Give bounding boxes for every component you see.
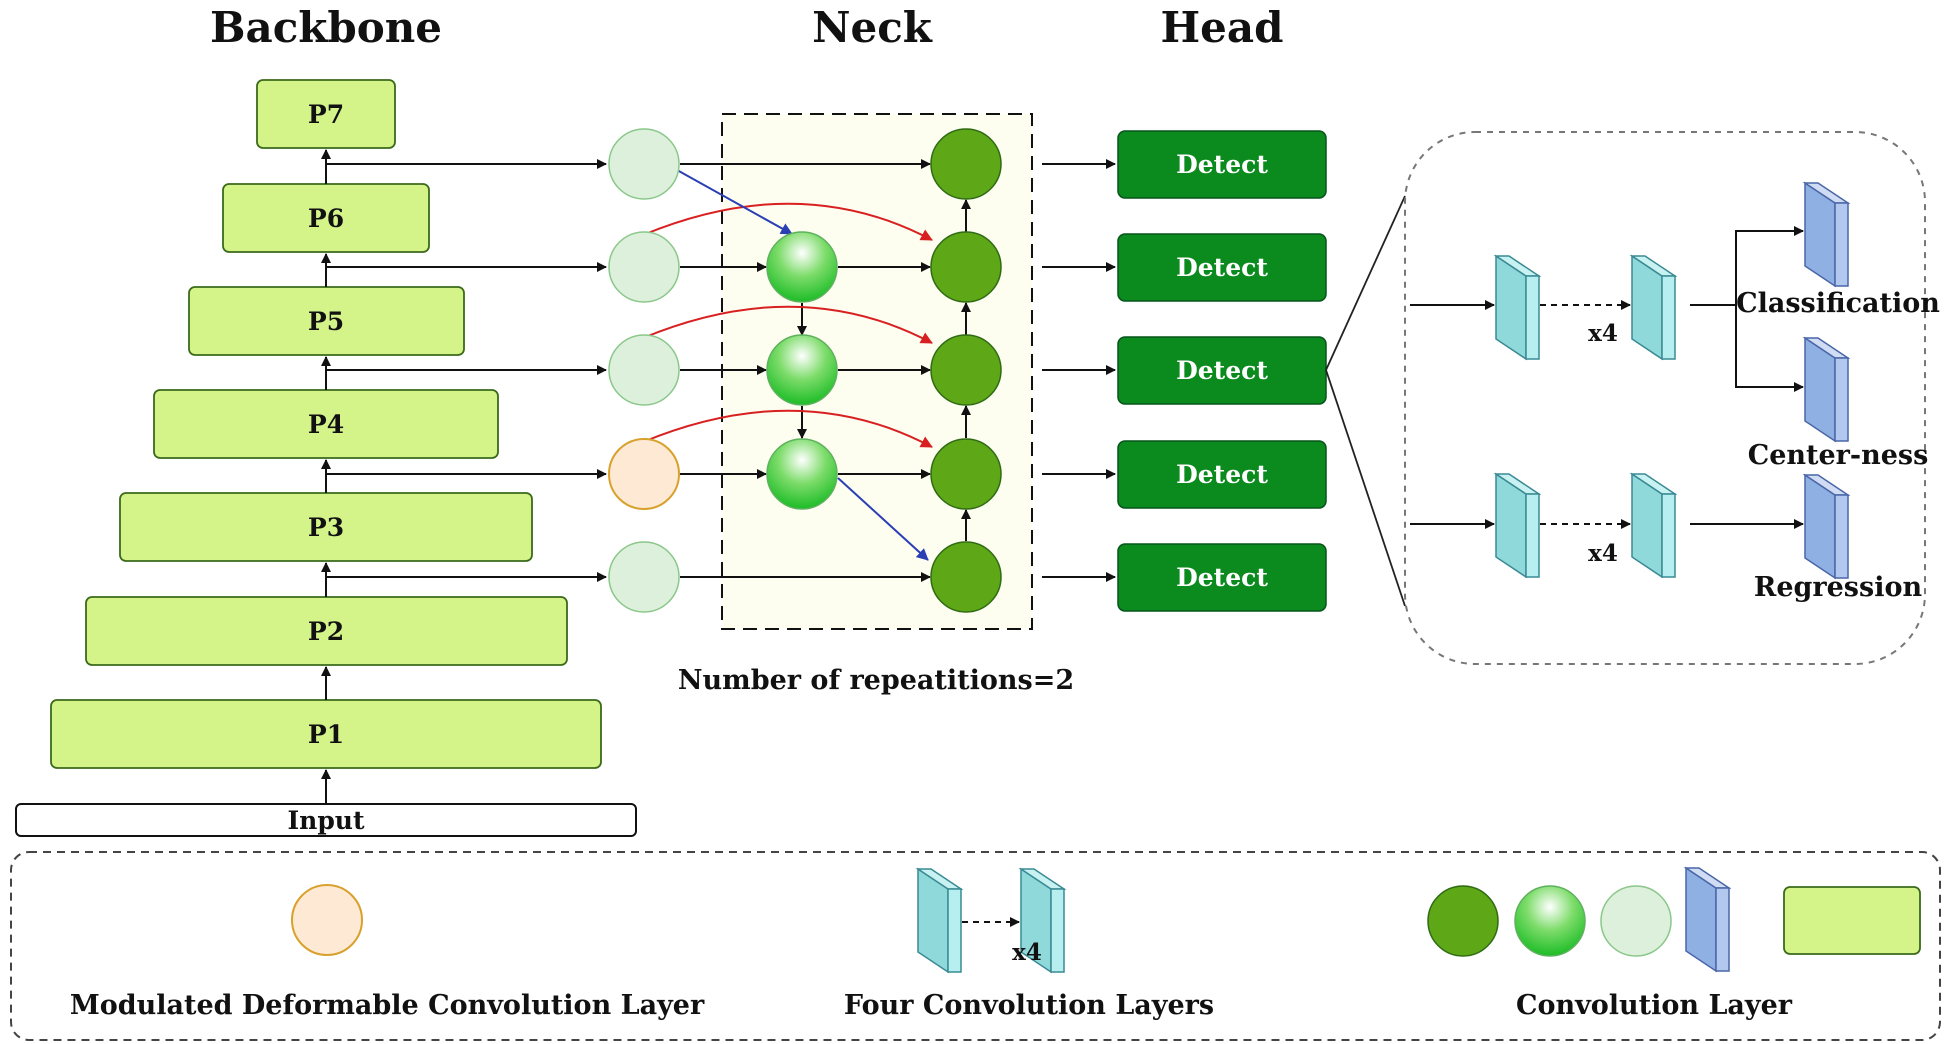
detect-block-3: Detect	[1117, 336, 1327, 405]
legend-conv-label: Convolution Layer	[1516, 990, 1793, 1021]
head-detail-arrows	[1410, 226, 1804, 529]
detect-block-4: Detect	[1117, 440, 1327, 509]
p4-label: P4	[308, 410, 344, 439]
legend-four-conv-first	[917, 868, 962, 973]
backbone-level-p7: P7	[256, 79, 396, 149]
neck-input-node-p5	[608, 334, 680, 406]
detect-label-2: Detect	[1176, 253, 1268, 282]
head-arrows	[1042, 159, 1116, 582]
legend-neck-output-node	[1427, 885, 1499, 957]
cls-branch-conv-4	[1631, 255, 1676, 360]
repetitions-caption: Number of repeatitions=2	[678, 665, 1074, 696]
skip-connections	[642, 202, 933, 448]
backbone-level-p6: P6	[222, 183, 430, 253]
neck-input-node-p6	[608, 231, 680, 303]
detect-label-5: Detect	[1176, 563, 1268, 592]
classification-label: Classification	[1736, 288, 1940, 319]
legend-deformable-label: Modulated Deformable Convolution Layer	[70, 990, 705, 1021]
detect-block-2: Detect	[1117, 233, 1327, 302]
neck-input-node-p3	[608, 541, 680, 613]
backbone-level-p1: P1	[50, 699, 602, 769]
legend-neck-input-node	[1600, 885, 1672, 957]
legend-four-conv-repeat: x4	[1012, 939, 1042, 966]
head-heading: Head	[1161, 3, 1284, 52]
neck-mid-node-1	[766, 231, 838, 303]
zoom-lines	[1325, 195, 1406, 607]
regression-output-cube	[1804, 474, 1849, 579]
detect-label-1: Detect	[1176, 150, 1268, 179]
lateral-arrows	[326, 159, 607, 582]
neck-mid-node-2	[766, 334, 838, 406]
backbone-heading: Backbone	[210, 3, 442, 52]
legend-output-cube	[1685, 867, 1730, 972]
backbone-input: Input	[15, 803, 637, 837]
neck-output-node-1	[930, 128, 1002, 200]
reg-branch-repeat: x4	[1588, 540, 1618, 567]
p3-label: P3	[308, 513, 344, 542]
backbone-level-p2: P2	[85, 596, 568, 666]
p7-label: P7	[308, 100, 344, 129]
neck-output-node-3	[930, 334, 1002, 406]
legend-neck-mid-node	[1514, 885, 1586, 957]
detect-label-3: Detect	[1176, 356, 1268, 385]
p2-label: P2	[308, 617, 344, 646]
backbone-level-p5: P5	[188, 286, 465, 356]
neck-mid-node-3	[766, 438, 838, 510]
neck-output-node-4	[930, 438, 1002, 510]
reg-branch-conv-4	[1631, 473, 1676, 578]
cls-branch-conv-1	[1495, 255, 1540, 360]
p5-label: P5	[308, 307, 344, 336]
centerness-output-cube	[1804, 337, 1849, 442]
classification-output-cube	[1804, 182, 1849, 287]
input-label: Input	[287, 806, 365, 835]
neck-input-node-p7	[608, 128, 680, 200]
neck-output-node-2	[930, 231, 1002, 303]
detect-block-5: Detect	[1117, 543, 1327, 612]
p1-label: P1	[308, 720, 344, 749]
legend-deformable-node	[291, 884, 363, 956]
reg-branch-conv-1	[1495, 473, 1540, 578]
detect-block-1: Detect	[1117, 130, 1327, 199]
legend-backbone-block	[1783, 886, 1921, 955]
detect-label-4: Detect	[1176, 460, 1268, 489]
cls-branch-repeat: x4	[1588, 320, 1618, 347]
regression-label: Regression	[1754, 572, 1923, 603]
centerness-label: Center-ness	[1748, 440, 1929, 471]
backbone-level-p3: P3	[119, 492, 533, 562]
neck-output-node-5	[930, 541, 1002, 613]
deformable-conv-node	[608, 438, 680, 510]
neck-arrows	[680, 159, 971, 582]
backbone-level-p4: P4	[153, 389, 499, 459]
neck-heading: Neck	[812, 3, 933, 52]
p6-label: P6	[308, 204, 344, 233]
legend-four-conv-label: Four Convolution Layers	[844, 990, 1214, 1021]
cross-scale-arrows	[676, 169, 929, 561]
head-detail-panel	[1404, 131, 1926, 665]
